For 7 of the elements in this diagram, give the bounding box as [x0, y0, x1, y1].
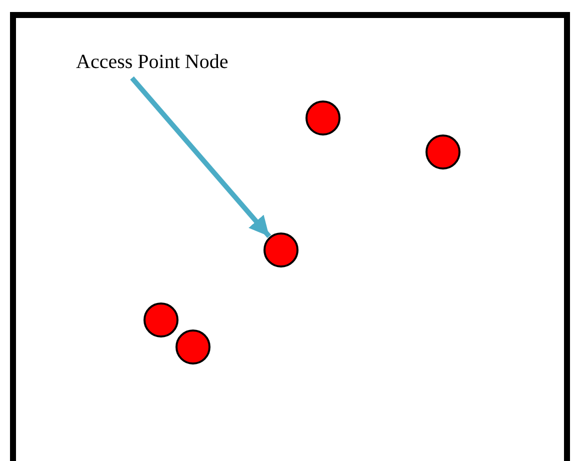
- arrow: [130, 76, 272, 238]
- node-circle: [263, 232, 299, 268]
- node-circle: [425, 134, 461, 170]
- node-label: Access Point Node: [76, 50, 286, 76]
- node-circle: [175, 329, 211, 365]
- node-circle: [305, 100, 341, 136]
- node-circle: [143, 302, 179, 338]
